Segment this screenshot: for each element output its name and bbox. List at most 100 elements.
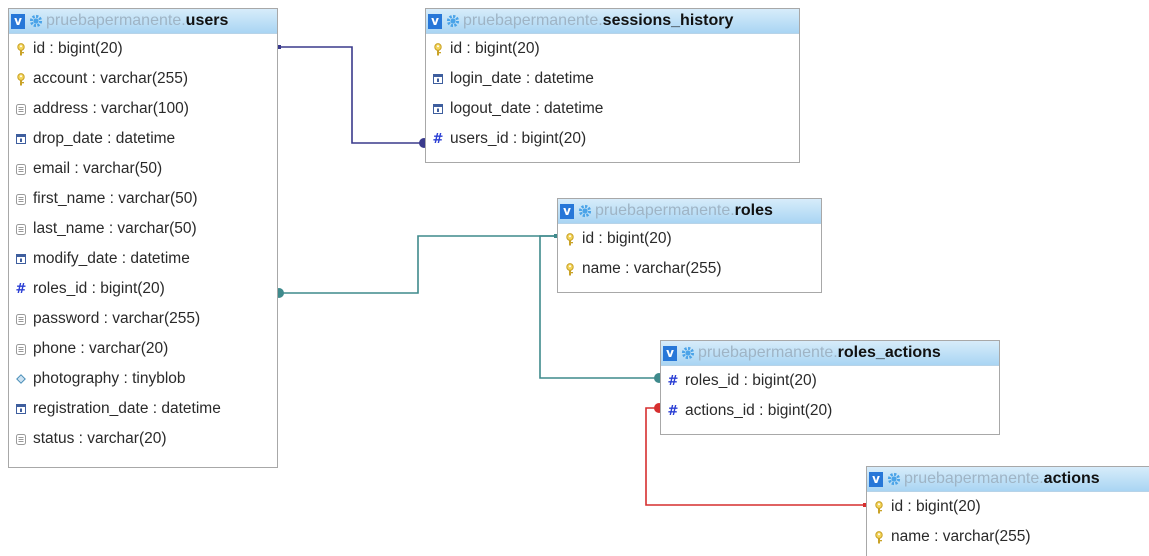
column-row[interactable]: drop_date : datetime <box>9 124 277 154</box>
table-header-sessions-history[interactable]: v pruebapermanente.sessions_history <box>426 9 799 34</box>
gear-icon[interactable] <box>578 204 592 218</box>
column-row[interactable]: id : bigint(20) <box>426 34 799 64</box>
column-row[interactable]: name : varchar(255) <box>558 254 821 284</box>
column-row[interactable]: password : varchar(255) <box>9 304 277 334</box>
key-icon <box>564 232 576 246</box>
table-header-users[interactable]: v pruebapermanente.users <box>9 9 277 34</box>
column-row[interactable]: modify_date : datetime <box>9 244 277 274</box>
column-row[interactable]: address : varchar(100) <box>9 94 277 124</box>
relation-line[interactable] <box>277 45 429 148</box>
column-row[interactable]: first_name : varchar(50) <box>9 184 277 214</box>
table-title: pruebapermanente.users <box>46 12 229 29</box>
table-name: sessions_history <box>602 12 734 29</box>
column-row[interactable]: phone : varchar(20) <box>9 334 277 364</box>
column-row[interactable]: id : bigint(20) <box>9 34 277 64</box>
table-title: pruebapermanente.roles <box>595 202 773 219</box>
table-actions[interactable]: v pruebapermanente.actions id : bigint(2… <box>866 466 1149 556</box>
table-users[interactable]: v pruebapermanente.users id : bigint(20)… <box>8 8 278 468</box>
date-column-icon <box>432 104 444 114</box>
table-title: pruebapermanente.actions <box>904 470 1100 487</box>
table-name: roles_actions <box>837 344 941 361</box>
column-label: registration_date : datetime <box>33 400 221 417</box>
date-column-icon <box>15 404 27 414</box>
database-name: pruebapermanente <box>904 470 1040 487</box>
column-label: password : varchar(255) <box>33 310 201 327</box>
table-roles-actions[interactable]: v pruebapermanente.roles_actions #roles_… <box>660 340 1000 435</box>
column-label: actions_id : bigint(20) <box>685 402 833 419</box>
table-title: pruebapermanente.sessions_history <box>463 12 734 29</box>
table-title: pruebapermanente.roles_actions <box>698 344 941 361</box>
column-label: id : bigint(20) <box>33 40 123 57</box>
column-row[interactable]: login_date : datetime <box>426 64 799 94</box>
column-label: email : varchar(50) <box>33 160 163 177</box>
key-icon <box>873 500 885 514</box>
table-roles[interactable]: v pruebapermanente.roles id : bigint(20)… <box>557 198 822 293</box>
text-column-icon <box>15 433 27 445</box>
gear-icon[interactable] <box>887 472 901 486</box>
column-label: phone : varchar(20) <box>33 340 169 357</box>
key-icon <box>873 530 885 544</box>
column-row[interactable]: id : bigint(20) <box>867 492 1149 522</box>
column-label: first_name : varchar(50) <box>33 190 198 207</box>
toggle-icon[interactable]: v <box>560 203 574 219</box>
relation-endpoint <box>277 45 281 49</box>
column-label: id : bigint(20) <box>891 498 981 515</box>
column-label: logout_date : datetime <box>450 100 604 117</box>
table-header-roles[interactable]: v pruebapermanente.roles <box>558 199 821 224</box>
column-label: id : bigint(20) <box>450 40 540 57</box>
key-icon <box>15 42 27 56</box>
table-header-roles-actions[interactable]: v pruebapermanente.roles_actions <box>661 341 999 366</box>
text-column-icon <box>15 313 27 325</box>
column-row[interactable]: #roles_id : bigint(20) <box>661 366 999 396</box>
text-column-icon <box>15 223 27 235</box>
gear-icon[interactable] <box>29 14 43 28</box>
relation-line[interactable] <box>274 234 558 298</box>
column-label: name : varchar(255) <box>582 260 722 277</box>
column-row[interactable]: name : varchar(255) <box>867 522 1149 552</box>
date-column-icon <box>15 254 27 264</box>
toggle-icon[interactable]: v <box>663 345 677 361</box>
database-name: pruebapermanente <box>595 202 731 219</box>
column-list: id : bigint(20) account : varchar(255) add… <box>9 34 277 454</box>
column-label: users_id : bigint(20) <box>450 130 587 147</box>
column-row[interactable]: email : varchar(50) <box>9 154 277 184</box>
column-list: #roles_id : bigint(20)#actions_id : bigi… <box>661 366 999 426</box>
column-list: id : bigint(20) name : varchar(255) <box>867 492 1149 552</box>
column-row[interactable]: registration_date : datetime <box>9 394 277 424</box>
date-column-icon <box>432 74 444 84</box>
database-name: pruebapermanente <box>46 12 182 29</box>
number-column-icon: # <box>432 131 444 147</box>
gear-icon[interactable] <box>446 14 460 28</box>
column-row[interactable]: logout_date : datetime <box>426 94 799 124</box>
table-header-actions[interactable]: v pruebapermanente.actions <box>867 467 1149 492</box>
column-label: name : varchar(255) <box>891 528 1031 545</box>
toggle-icon[interactable]: v <box>428 13 442 29</box>
table-name: actions <box>1043 470 1100 487</box>
column-row[interactable]: last_name : varchar(50) <box>9 214 277 244</box>
column-label: last_name : varchar(50) <box>33 220 197 237</box>
column-label: login_date : datetime <box>450 70 594 87</box>
column-label: address : varchar(100) <box>33 100 189 117</box>
column-row[interactable]: status : varchar(20) <box>9 424 277 454</box>
toggle-icon[interactable]: v <box>11 13 25 29</box>
column-row[interactable]: # users_id : bigint(20) <box>426 124 799 154</box>
column-row[interactable]: account : varchar(255) <box>9 64 277 94</box>
number-column-icon: # <box>667 373 679 389</box>
column-row[interactable]: # actions_id : bigint(20) <box>661 396 999 426</box>
column-row[interactable]: id : bigint(20) <box>558 224 821 254</box>
table-name: roles <box>734 202 773 219</box>
column-row[interactable]: #roles_id : bigint(20) <box>9 274 277 304</box>
toggle-icon[interactable]: v <box>869 471 883 487</box>
key-icon <box>432 42 444 56</box>
number-column-icon: # <box>667 403 679 419</box>
database-name: pruebapermanente <box>463 12 599 29</box>
column-label: modify_date : datetime <box>33 250 190 267</box>
column-list: id : bigint(20) name : varchar(255) <box>558 224 821 284</box>
column-label: id : bigint(20) <box>582 230 672 247</box>
column-label: roles_id : bigint(20) <box>33 280 165 297</box>
text-column-icon <box>15 193 27 205</box>
column-row[interactable]: photography : tinyblob <box>9 364 277 394</box>
gear-icon[interactable] <box>681 346 695 360</box>
table-sessions-history[interactable]: v pruebapermanente.sessions_history id :… <box>425 8 800 163</box>
